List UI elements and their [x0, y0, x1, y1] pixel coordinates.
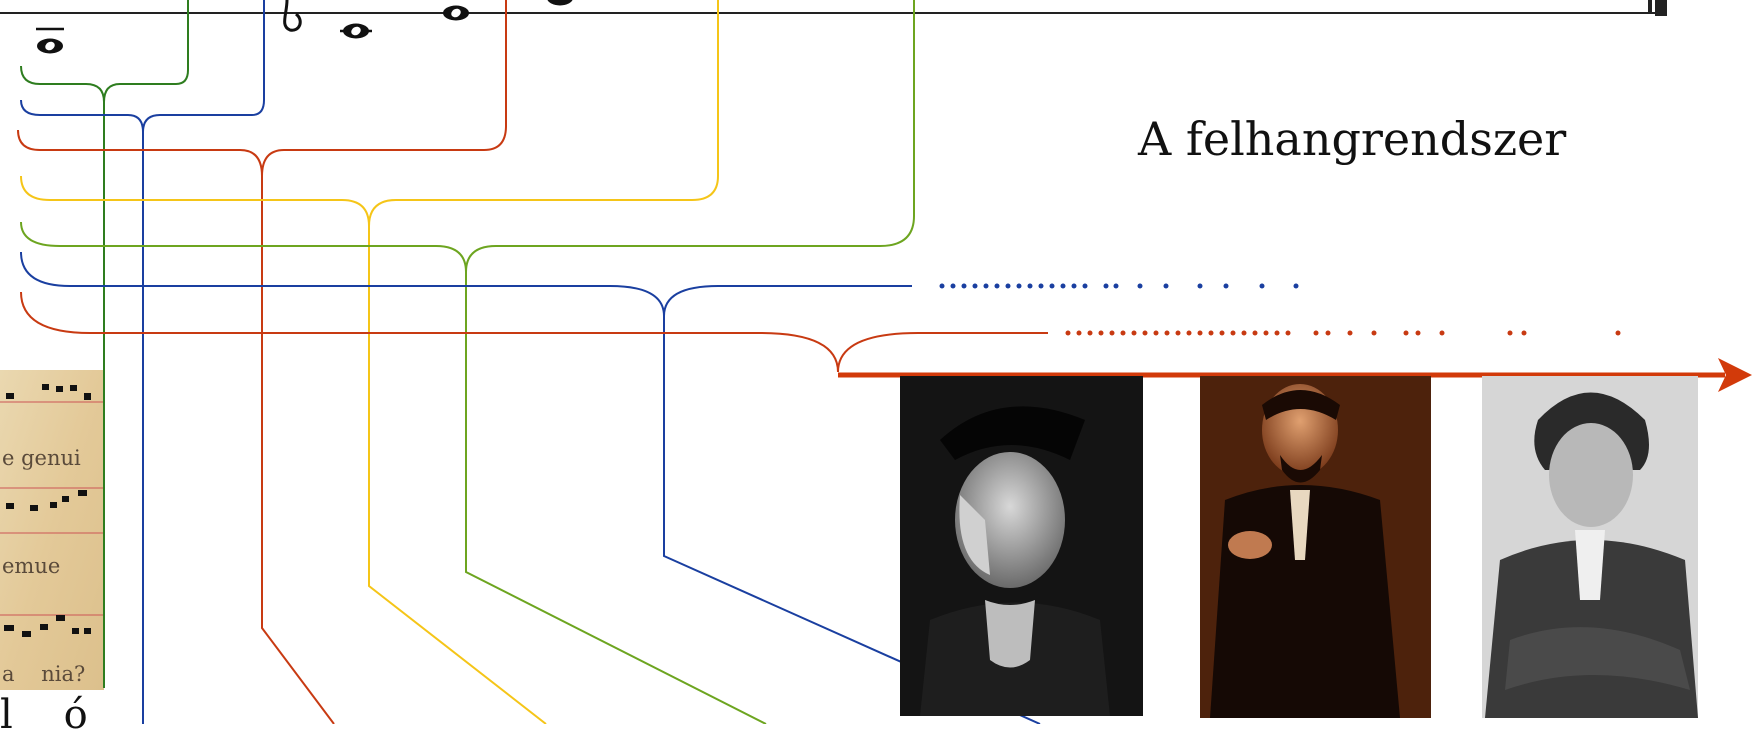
harmonic-stem-olive: [465, 266, 767, 724]
harmonic-line-yellow: [20, 0, 719, 227]
bottom-text-fragment: l ó: [0, 692, 88, 738]
music-staff: [0, 0, 1667, 54]
treble-clef-icon: [283, 0, 302, 32]
chant-text-line-1: e genui: [2, 446, 81, 470]
harmonic-lines: [17, 0, 1048, 724]
chant-text-line-3: a nia?: [2, 662, 86, 686]
harmonic-line-blue-2: [20, 251, 912, 317]
harmonic-line-olive: [20, 0, 915, 273]
chant-text-line-2: emue: [2, 554, 61, 578]
note-3: [443, 5, 469, 21]
diagram-title: A felhangrendszer: [1138, 112, 1567, 166]
harmonic-stem-yellow: [368, 220, 547, 724]
wagner-portrait-icon: [900, 376, 1143, 716]
harmonic-line-red-1: [17, 0, 507, 177]
dotted-continuation-red: [1065, 330, 1621, 336]
note-1: [36, 27, 64, 54]
note-2: [340, 23, 372, 39]
dotted-continuation-blue: [939, 283, 1299, 289]
chant-manuscript-image: [0, 370, 104, 690]
strauss-portrait-icon: [1482, 376, 1698, 718]
harmonic-stem-red-1: [261, 170, 335, 724]
note-4: [547, 0, 573, 6]
timeline-arrow: [838, 358, 1752, 392]
harmonic-line-red-2: [20, 291, 1048, 373]
debussy-portrait-icon: [1200, 376, 1431, 718]
harmonic-line-blue-1: [20, 0, 265, 133]
